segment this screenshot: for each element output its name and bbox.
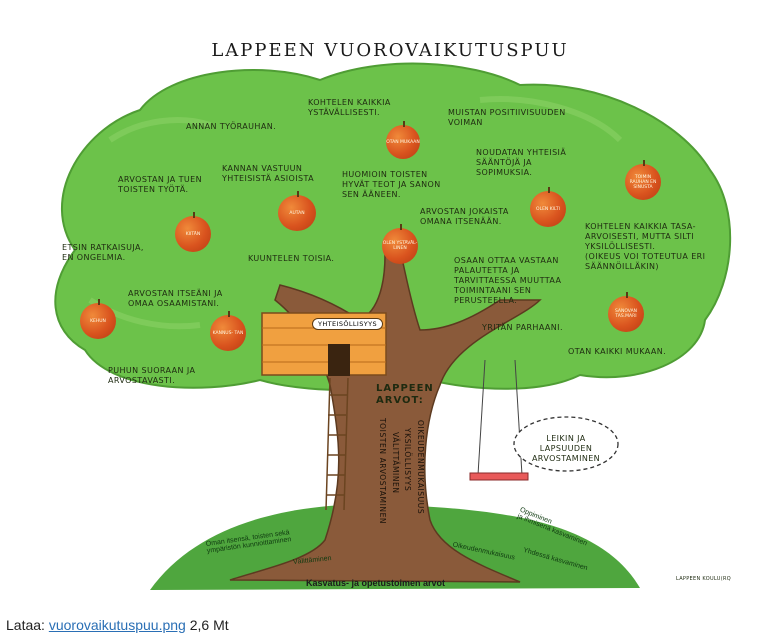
canopy-text: ETSIN RATKAISUJA, EN ONGELMIA.	[62, 243, 144, 262]
canopy-text: YRITÄN PARHAANI.	[482, 323, 563, 332]
poster-title: LAPPEEN VUOROVAIKUTUSPUU	[211, 40, 569, 61]
treehouse-sign: YHTEISÖLLISYYS	[312, 318, 384, 330]
trunk-value: YKSILÖLLISYYS	[403, 428, 412, 492]
canopy-text: KOHTELEN KAIKKIA TASA- ARVOISESTI, MUTTA…	[585, 222, 706, 271]
canopy-text: ARVOSTAN JA TUEN TOISTEN TYÖTÄ.	[118, 175, 202, 194]
apple: SANOVAN TAS.MARI	[608, 292, 644, 332]
canopy	[54, 62, 732, 392]
swing-bubble-text: LEIKIN JA LAPSUUDEN ARVOSTAMINEN	[531, 434, 601, 463]
apple: KEHUN	[80, 299, 116, 339]
canopy-text: ARVOSTAN ITSEÄNI JA OMAA OSAAMISTANI.	[128, 289, 223, 308]
canopy-text: ARVOSTAN JOKAISTA OMANA ITSENÄÄN.	[420, 207, 509, 226]
trunk-heading: LAPPEEN ARVOT:	[376, 383, 434, 406]
ladder	[325, 377, 349, 511]
download-line: Lataa: vuorovaikutuspuu.png 2,6 Mt	[6, 617, 229, 633]
download-prefix: Lataa:	[6, 617, 49, 633]
canopy-text: KUUNTELEN TOISIA.	[248, 254, 335, 263]
canopy-text: KANNAN VASTUUN YHTEISISTÄ ASIOISTA	[222, 164, 314, 183]
canopy-text: OSAAN OTTAA VASTAAN PALAUTETTA JA TARVIT…	[454, 256, 562, 305]
apple: KIITÄN	[175, 212, 211, 252]
canopy-text: ANNAN TYÖRAUHAN.	[186, 122, 277, 131]
trunk-value: VÄLITTÄMINEN	[391, 432, 400, 494]
canopy-text: OTAN KAIKKI MUKAAN.	[568, 347, 667, 356]
apple: OTAN MUKAAN	[386, 121, 420, 159]
file-size: 2,6 Mt	[189, 617, 229, 633]
canopy-text: NOUDATAN YHTEISIÄ SÄÄNTÖJÄ JA SOPIMUKSIA…	[476, 148, 567, 177]
canopy-text: HUOMIOIN TOISTEN HYVÄT TEOT JA SANON SEN…	[342, 170, 441, 199]
apple: OLEN YSTÄVÄL- LINEN	[382, 224, 418, 264]
canopy-text: MUISTAN POSITIIVISUUDEN VOIMAN	[448, 108, 566, 127]
roots-heading: Kasvatus- ja opetustoimen arvot	[306, 578, 446, 588]
apple: KANNUS- TAN	[210, 311, 246, 351]
apple: AUTAN	[278, 191, 316, 231]
canopy-text: PUHUN SUORAAN JA ARVOSTAVASTI.	[108, 366, 196, 385]
swing-bubble-outline	[513, 416, 619, 472]
trunk-value: OIKEUDENMUKAISUUS	[416, 420, 425, 515]
apple: OLEN KILTI	[530, 187, 566, 227]
trunk-value: TOISTEN ARVOSTAMINEN	[378, 418, 387, 525]
signature: LAPPEEN KOULU(RQ	[676, 576, 731, 582]
canopy-text: KOHTELEN KAIKKIA YSTÄVÄLLISESTI.	[308, 98, 391, 117]
apple: TOIMIN RAUHAN EN SINUSTA	[625, 160, 661, 200]
download-link[interactable]: vuorovaikutuspuu.png	[48, 617, 186, 633]
